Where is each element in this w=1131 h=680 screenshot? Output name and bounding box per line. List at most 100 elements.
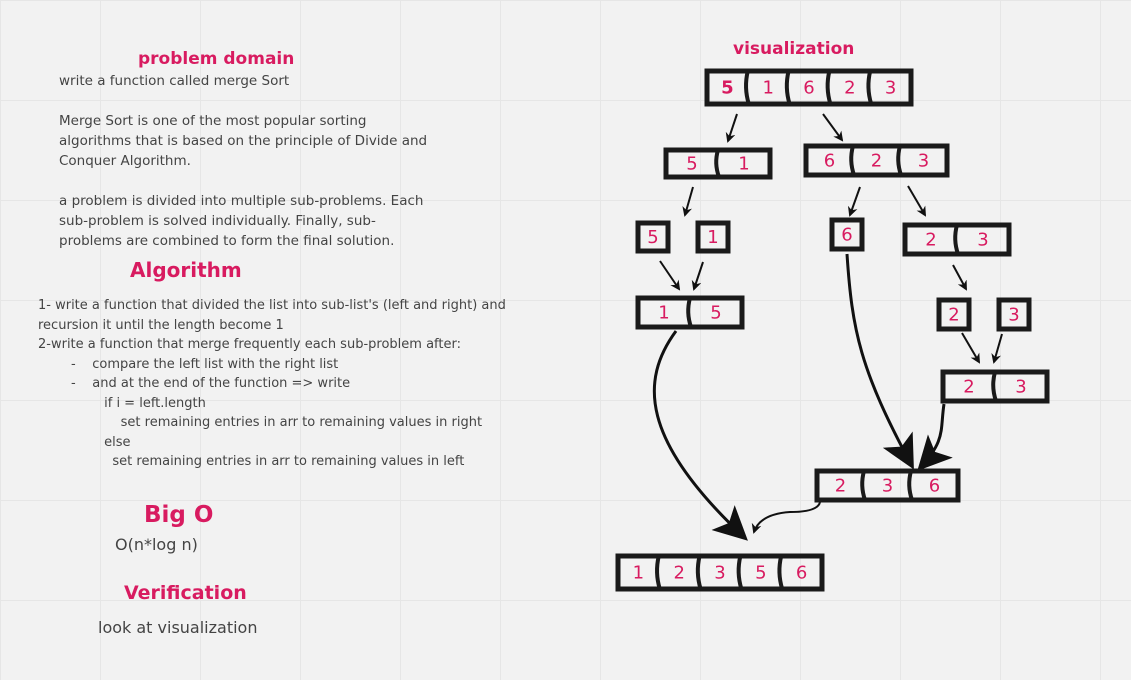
arrow-six-to-right-merged [845,253,914,470]
array-divider [686,297,693,328]
visualization-heading: visualization [733,39,855,59]
array-divider [744,70,751,105]
array-value: 2 [835,476,846,497]
merge-arrows [652,253,953,541]
array-divider [777,555,785,590]
arrow-root-to-left [725,113,738,143]
array-value: 1 [762,78,773,99]
verification-heading: Verification [124,582,247,604]
array-value: 1 [658,303,669,324]
array-box-outline [996,297,1032,332]
array-divider [784,70,792,105]
array-divider [953,224,960,255]
arrow-rb-to-split [952,264,967,291]
array-box-outline [704,68,914,107]
array-box-outline [695,220,731,254]
problem-domain-heading: problem domain [138,49,295,69]
array-value: 2 [925,230,936,251]
arrow-rbb-to-merged [991,333,1003,364]
arrow-left-b-to-merged [691,261,704,291]
arrow-right-to-b [907,185,927,217]
array-box-left-b: 1 [695,220,731,254]
algorithm-steps: 1- write a function that divided the lis… [38,296,506,472]
array-divider [849,145,856,176]
array-divider [896,145,903,176]
array-value: 3 [714,563,725,584]
array-value: 1 [633,563,644,584]
array-divider [714,149,721,178]
array-value: 5 [686,154,697,175]
problem-domain-divide: a problem is divided into multiple sub-p… [59,193,424,249]
array-value: 5 [647,227,658,248]
array-divider [866,70,874,105]
verification-text: look at visualization [98,618,258,637]
array-value: 6 [841,225,852,246]
array-divider [736,555,744,590]
array-value: 3 [1015,377,1026,398]
array-divider [655,555,662,590]
array-value: 2 [844,78,855,99]
algorithm-line: 2-write a function that merge frequently… [38,337,461,352]
arrow-left-merged-to-final [652,330,748,541]
array-value: 3 [1008,305,1019,326]
array-value: 6 [796,563,807,584]
arrow-right-merged-to-final [751,501,821,534]
array-value: 6 [824,151,835,172]
split-arrows [659,113,1003,534]
algorithm-line: if i = left.length [38,395,206,411]
array-box-final: 1 2 3 5 6 [615,553,825,592]
array-box-right: 6 2 3 [803,143,950,178]
arrow-root-to-right [822,113,844,142]
big-o-heading: Big O [144,502,214,528]
array-value: 3 [882,476,893,497]
array-value: 2 [963,377,974,398]
algorithm-line: else [38,434,131,450]
array-value: 3 [918,151,929,172]
algorithm-line: recursion it until the length become 1 [38,317,284,333]
array-box-outline [803,143,950,178]
algorithm-line: - and at the end of the function => writ… [38,376,351,391]
array-value: 2 [948,305,959,326]
problem-domain-intro: write a function called merge Sort [59,73,290,89]
array-box-outline [615,553,825,592]
array-value: 3 [977,230,988,251]
array-value: 5 [721,78,734,99]
algorithm-heading: Algorithm [130,258,242,282]
array-value: 5 [755,563,766,584]
array-value: 2 [871,151,882,172]
array-value: 1 [707,227,718,248]
array-value: 1 [738,154,749,175]
array-box-outline [814,468,961,503]
arrow-right-to-a [847,186,861,217]
array-box-rb-a: 2 [936,297,972,332]
array-box-left-a: 5 [635,220,671,254]
array-box-right-merged: 2 3 6 [814,468,961,503]
arrow-rb-merged-to-right-merged [917,403,953,471]
problem-domain-description: Merge Sort is one of the most popular so… [59,113,428,169]
array-divider [991,371,998,402]
algorithm-line: - compare the left list with the right l… [38,356,339,372]
array-value: 2 [673,563,684,584]
algorithm-line: set remaining entries in arr to remainin… [38,415,483,430]
array-divider [860,470,867,501]
algorithm-line: set remaining entries in arr to remainin… [38,454,465,469]
arrow-left-to-a [682,186,694,217]
array-divider [695,555,703,590]
big-o-value: O(n*log n) [115,535,198,554]
array-divider [825,70,833,105]
array-divider [907,470,914,501]
array-value: 6 [929,476,940,497]
array-box-outline [936,297,972,332]
array-box-right-a: 6 [829,217,865,252]
arrow-left-a-to-merged [659,260,681,291]
array-box-outline [635,220,671,254]
array-value: 5 [710,303,721,324]
array-value: 3 [885,78,896,99]
array-box-rb-b: 3 [996,297,1032,332]
